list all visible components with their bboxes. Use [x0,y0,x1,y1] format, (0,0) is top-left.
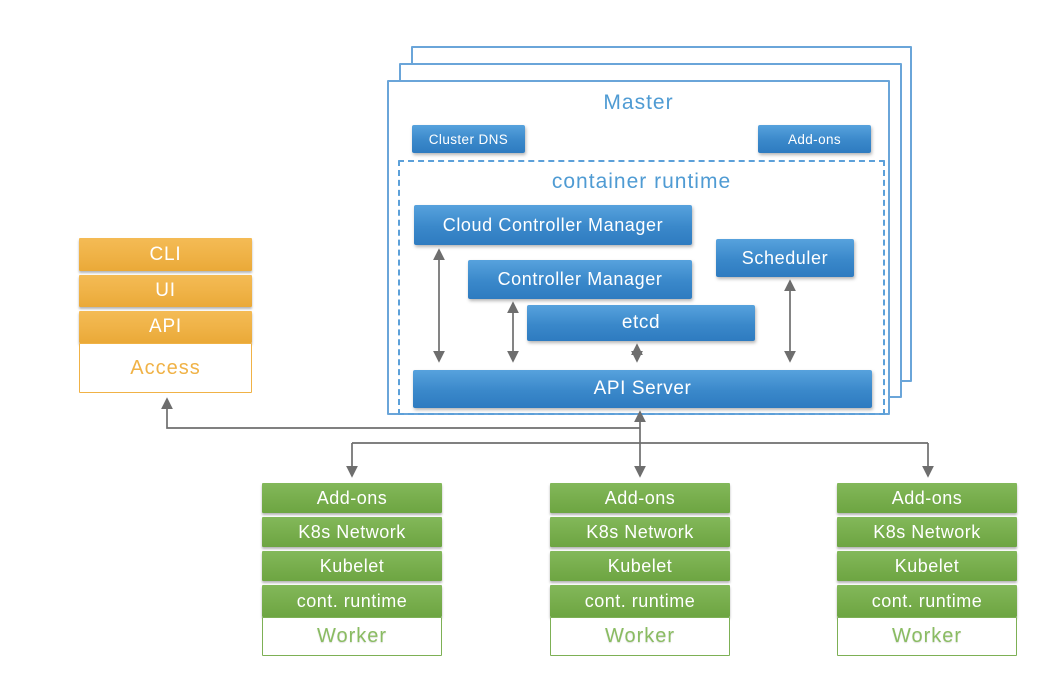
worker3-item-cont-runtime: cont. runtime [837,585,1017,617]
worker-node-3: Add-ons K8s Network Kubelet cont. runtim… [837,483,1017,656]
addons-master-box: Add-ons [758,125,871,153]
worker2-label: Worker [550,617,730,656]
worker2-item-kubelet: Kubelet [550,551,730,581]
access-label: Access [79,343,252,393]
worker1-item-cont-runtime: cont. runtime [262,585,442,617]
api-server-box: API Server [413,370,872,408]
cluster-dns-box: Cluster DNS [412,125,525,153]
worker3-label: Worker [837,617,1017,656]
worker2-item-cont-runtime: cont. runtime [550,585,730,617]
master-node: Master Cluster DNS Add-ons container run… [387,80,890,415]
scheduler-box: Scheduler [716,239,854,277]
access-item-cli: CLI [79,238,252,271]
etcd-box: etcd [527,305,755,341]
controller-manager-box: Controller Manager [468,260,692,299]
access-stack: CLI UI API Access [79,238,252,393]
master-title: Master [603,91,674,114]
worker3-item-k8s-network: K8s Network [837,517,1017,547]
worker3-item-kubelet: Kubelet [837,551,1017,581]
worker1-item-k8s-network: K8s Network [262,517,442,547]
worker-node-2: Add-ons K8s Network Kubelet cont. runtim… [550,483,730,656]
cloud-controller-manager-box: Cloud Controller Manager [414,205,692,245]
worker1-item-addons: Add-ons [262,483,442,513]
access-item-ui: UI [79,275,252,307]
worker3-item-addons: Add-ons [837,483,1017,513]
worker1-label: Worker [262,617,442,656]
worker-node-1: Add-ons K8s Network Kubelet cont. runtim… [262,483,442,656]
container-runtime-group: container runtime Cloud Controller Manag… [398,160,885,415]
worker2-item-addons: Add-ons [550,483,730,513]
access-item-api: API [79,311,252,343]
container-runtime-title: container runtime [551,170,732,193]
worker2-item-k8s-network: K8s Network [550,517,730,547]
worker1-item-kubelet: Kubelet [262,551,442,581]
